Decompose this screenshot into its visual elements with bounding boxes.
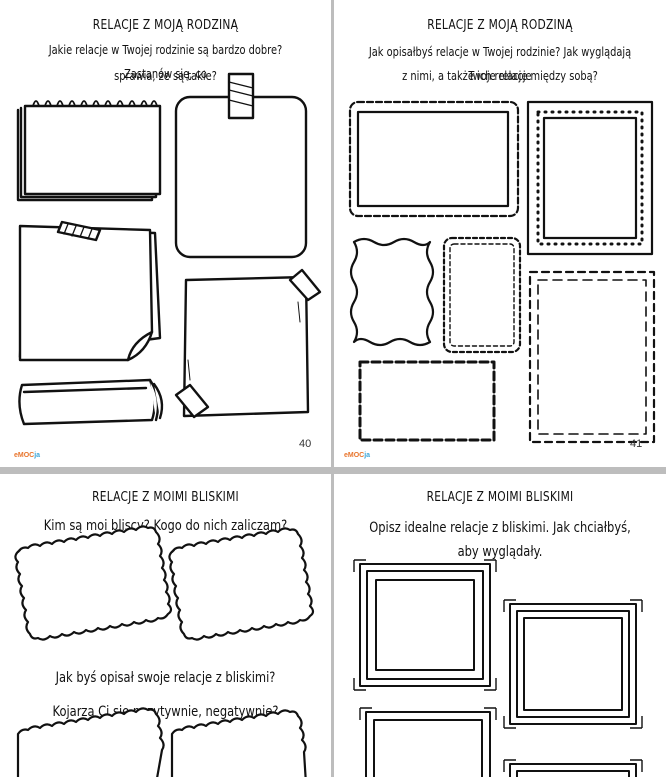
- dotted-double-frame: [526, 100, 654, 256]
- page-title: RELACJE Z MOJĄ RODZINĄ: [427, 18, 573, 33]
- scalloped-frame: [348, 100, 520, 218]
- wavy-frame: [349, 237, 435, 347]
- notepad-frame: [16, 100, 162, 202]
- question-line-1: Jak opisałbyś relacje w Twojej rodzinie?…: [368, 45, 632, 83]
- cloud-frame-2: [168, 527, 315, 641]
- question-line-2: sprawia, że są takie?: [114, 69, 217, 83]
- cloud-frame-4: [170, 709, 307, 777]
- emocja-logo: eMOCja: [14, 452, 41, 459]
- doodle-frames: [353, 559, 643, 777]
- ornate-frame-2: [503, 599, 643, 729]
- cloud-frame-3: [16, 707, 165, 777]
- emocja-logo: eMOCja: [344, 452, 371, 459]
- question: Opisz idealne relacje z bliskimi. Jak ch…: [369, 520, 631, 560]
- question: Kim są moi bliscy? Kogo do nich zaliczam…: [43, 518, 288, 534]
- doodle-frames: [348, 100, 656, 444]
- question-line-2: z nimi, a także ich relacje między sobą?: [402, 69, 598, 83]
- dashed-rounded-frame: [442, 236, 522, 354]
- banner-frame: [18, 378, 164, 426]
- doodle-frames: [14, 525, 315, 777]
- question-line-1: Jakie relacje w Twojej rodzinie są bardz…: [48, 43, 283, 81]
- ornate-frame-3: [359, 707, 497, 777]
- page-title: RELACJE Z MOIMI BLISKIMI: [426, 490, 574, 505]
- page-bliscy-left: RELACJE Z MOIMI BLISKIMI Kim są moi blis…: [0, 474, 331, 777]
- page-number: 40: [299, 438, 312, 450]
- page-41: RELACJE Z MOJĄ RODZINĄ Jak opisałbyś rel…: [334, 0, 666, 467]
- dashed-bottom-frame: [358, 360, 496, 442]
- page-bliscy-right: RELACJE Z MOIMI BLISKIMI Opisz idealne r…: [334, 474, 666, 777]
- page-40: RELACJE Z MOJĄ RODZINĄ Jakie relacje w T…: [0, 0, 331, 467]
- dashed-tall-frame: [528, 270, 656, 444]
- question-2-line-1: Jak byś opisał swoje relacje z bliskimi?: [55, 670, 276, 686]
- page-title: RELACJE Z MOJĄ RODZINĄ: [92, 18, 239, 33]
- doodle-frames: [16, 72, 322, 426]
- ornate-frame-4: [503, 759, 643, 777]
- curled-paper-frame: [18, 220, 162, 362]
- page-number: 41: [630, 438, 643, 450]
- taped-rounded-frame: [174, 72, 308, 259]
- page-title: RELACJE Z MOIMI BLISKIMI: [92, 490, 239, 505]
- taped-square-frame: [174, 268, 322, 419]
- cloud-frame-1: [14, 525, 173, 641]
- ornate-frame-1: [353, 559, 497, 691]
